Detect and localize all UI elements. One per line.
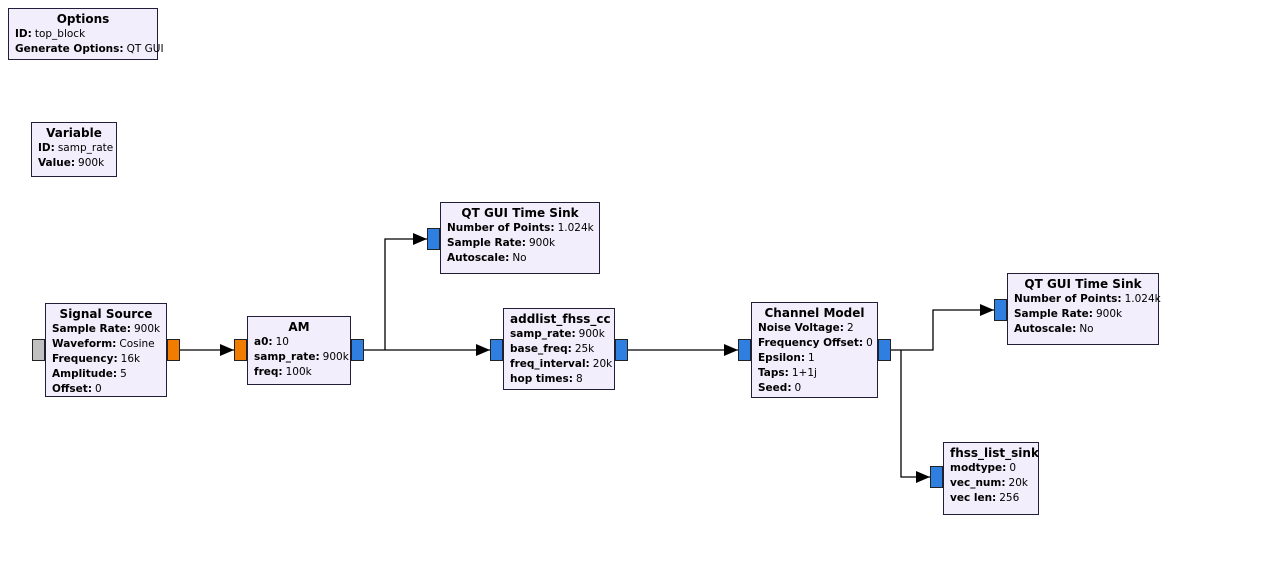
block-param: Sample Rate:900k <box>447 237 556 249</box>
block-signal-source[interactable]: Signal Source Sample Rate:900k Waveform:… <box>45 303 167 397</box>
port-in-fhss-list-sink[interactable] <box>930 466 943 488</box>
port-in-time-sink-right[interactable] <box>994 299 1007 321</box>
wire-channel-model-to-fhss-list-sink[interactable] <box>900 350 930 483</box>
block-param: Noise Voltage:2 <box>758 322 854 334</box>
block-param: modtype:0 <box>950 462 1017 474</box>
block-param: Offset:0 <box>52 383 102 395</box>
block-options[interactable]: Options ID:top_block Generate Options:QT… <box>8 8 164 60</box>
block-param: samp_rate:900k <box>254 351 349 363</box>
block-param: Sample Rate:900k <box>1014 308 1123 320</box>
block-fhss-list-sink[interactable]: fhss_list_sink modtype:0 vec_num:20k vec… <box>943 442 1039 515</box>
block-param: Waveform:Cosine <box>52 338 155 350</box>
block-title: AM <box>288 320 310 334</box>
block-param: Frequency Offset:0 <box>758 337 873 349</box>
port-in-am[interactable] <box>234 339 247 361</box>
port-msg-signal-source[interactable] <box>32 339 45 361</box>
block-title: addlist_fhss_cc <box>510 312 611 326</box>
block-title: Options <box>56 12 110 26</box>
port-out-signal-source[interactable] <box>167 339 180 361</box>
block-param: Taps:1+1j <box>758 367 817 379</box>
port-out-channel-model[interactable] <box>878 339 891 361</box>
block-qt-gui-time-sink-top[interactable]: QT GUI Time Sink Number of Points:1.024k… <box>440 202 600 274</box>
block-param: Number of Points:1.024k <box>447 222 594 234</box>
block-variable[interactable]: Variable ID:samp_rate Value:900k <box>31 122 117 177</box>
block-addlist-fhss-cc[interactable]: addlist_fhss_cc samp_rate:900k base_freq… <box>503 308 615 390</box>
block-title: Signal Source <box>59 307 153 321</box>
block-title: Variable <box>46 126 102 140</box>
block-param: freq:100k <box>254 366 312 378</box>
block-param: a0:10 <box>254 336 289 348</box>
block-param: Seed:0 <box>758 382 802 394</box>
block-param: Epsilon:1 <box>758 352 815 364</box>
port-out-am[interactable] <box>351 339 364 361</box>
block-param: ID:top_block <box>15 28 86 40</box>
wire-channel-model-to-time-sink-right[interactable] <box>891 304 994 351</box>
port-in-channel-model[interactable] <box>738 339 751 361</box>
block-param: base_freq:25k <box>510 343 595 355</box>
block-param: vec len:256 <box>950 492 1020 504</box>
block-title: QT GUI Time Sink <box>461 206 579 220</box>
block-channel-model[interactable]: Channel Model Noise Voltage:2 Frequency … <box>751 302 878 398</box>
port-in-addlist-fhss-cc[interactable] <box>490 339 503 361</box>
block-param: Value:900k <box>38 157 105 169</box>
block-param: Sample Rate:900k <box>52 323 161 335</box>
block-am[interactable]: AM a0:10 samp_rate:900k freq:100k <box>247 316 351 385</box>
block-param: ID:samp_rate <box>38 142 114 154</box>
block-param: samp_rate:900k <box>510 328 605 340</box>
block-qt-gui-time-sink-right[interactable]: QT GUI Time Sink Number of Points:1.024k… <box>1007 273 1161 345</box>
block-title: Channel Model <box>764 306 865 320</box>
block-param: Autoscale:No <box>447 252 527 264</box>
port-out-addlist-fhss-cc[interactable] <box>615 339 628 361</box>
block-title: QT GUI Time Sink <box>1024 277 1142 291</box>
block-title: fhss_list_sink <box>950 446 1039 460</box>
block-param: freq_interval:20k <box>510 358 613 370</box>
block-param: Frequency:16k <box>52 353 141 365</box>
block-param: Amplitude:5 <box>52 368 127 380</box>
port-in-time-sink-top[interactable] <box>427 228 440 250</box>
block-param: hop times:8 <box>510 373 583 385</box>
wire-am-to-time-sink-top[interactable] <box>384 233 427 350</box>
block-param: Number of Points:1.024k <box>1014 293 1161 305</box>
block-param: Autoscale:No <box>1014 323 1094 335</box>
block-param: Generate Options:QT GUI <box>15 43 164 55</box>
block-param: vec_num:20k <box>950 477 1028 489</box>
